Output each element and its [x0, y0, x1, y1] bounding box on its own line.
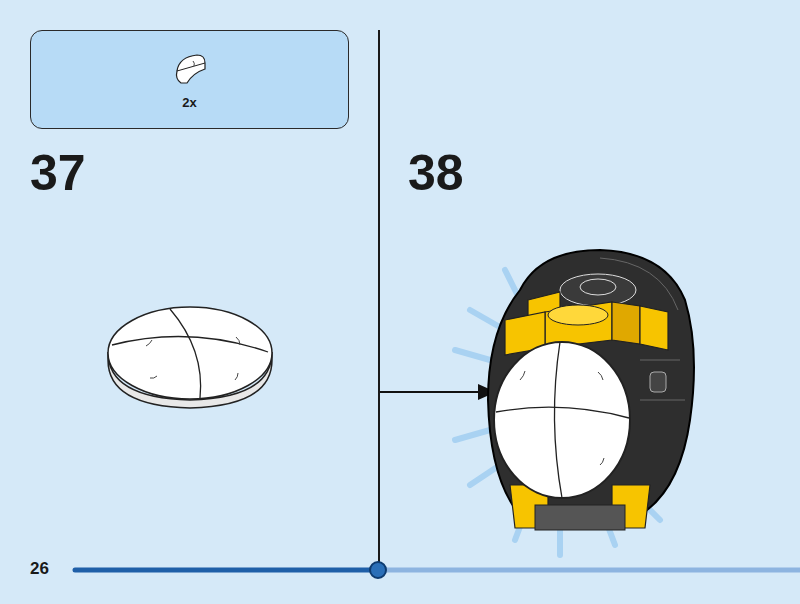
dome-assembly — [108, 307, 272, 408]
progress-marker — [370, 562, 386, 578]
penguin-model — [488, 250, 694, 530]
assembly-arrow — [380, 391, 482, 393]
step-number: 38 — [408, 148, 464, 198]
highlight-rays — [455, 270, 660, 555]
part-quantity: 2x — [182, 95, 196, 110]
part-icon — [171, 49, 211, 89]
progress-remaining — [378, 568, 800, 573]
page-number: 26 — [30, 560, 49, 577]
step-divider — [378, 30, 380, 566]
progress-done — [75, 568, 378, 573]
step-number: 37 — [30, 148, 86, 198]
parts-callout-box: 2x — [30, 30, 349, 129]
